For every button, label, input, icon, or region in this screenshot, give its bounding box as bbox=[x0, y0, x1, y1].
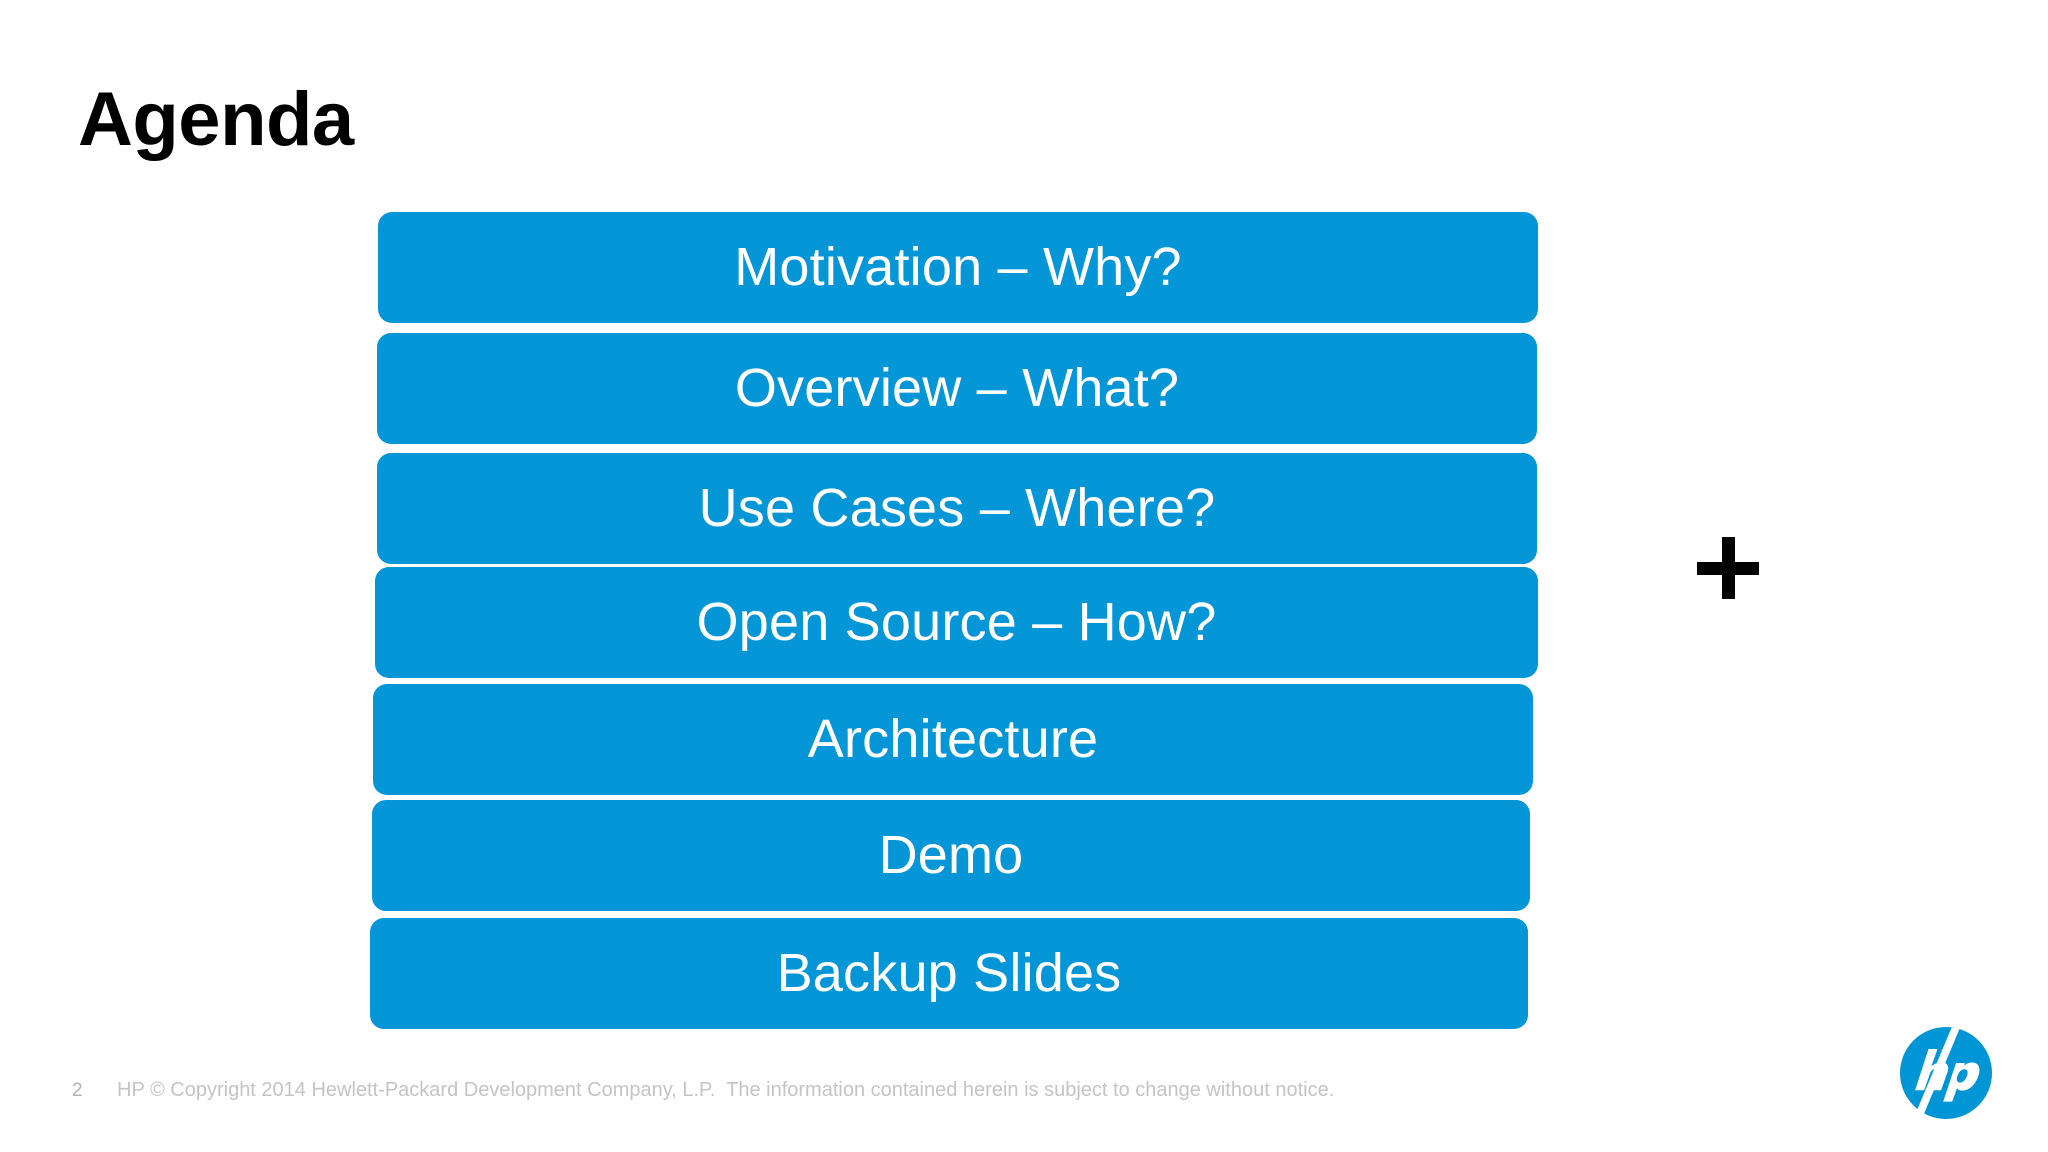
agenda-item-overview[interactable]: Overview – What? bbox=[377, 333, 1537, 444]
copyright-notice: HP © Copyright 2014 Hewlett-Packard Deve… bbox=[117, 1079, 1335, 1101]
agenda-item-label: Use Cases – Where? bbox=[698, 477, 1216, 538]
agenda-item-label: Open Source – How? bbox=[696, 591, 1217, 652]
agenda-list: Motivation – Why? Overview – What? Use C… bbox=[0, 212, 2048, 1032]
page-number: 2 bbox=[72, 1080, 83, 1101]
agenda-item-open-source[interactable]: Open Source – How? bbox=[375, 567, 1538, 678]
agenda-item-use-cases[interactable]: Use Cases – Where? bbox=[377, 453, 1537, 564]
agenda-item-label: Motivation – Why? bbox=[734, 236, 1182, 297]
slide-footer: 2 HP © Copyright 2014 Hewlett-Packard De… bbox=[0, 1075, 2048, 1115]
plus-icon bbox=[1697, 537, 1759, 599]
agenda-item-label: Backup Slides bbox=[776, 942, 1122, 1003]
hp-logo-icon bbox=[1898, 1025, 1994, 1121]
agenda-item-architecture[interactable]: Architecture bbox=[373, 684, 1533, 795]
agenda-item-label: Architecture bbox=[807, 708, 1099, 769]
agenda-item-demo[interactable]: Demo bbox=[372, 800, 1530, 911]
agenda-item-motivation[interactable]: Motivation – Why? bbox=[378, 212, 1538, 323]
agenda-item-backup-slides[interactable]: Backup Slides bbox=[370, 918, 1528, 1029]
agenda-item-label: Demo bbox=[878, 824, 1024, 885]
page-title: Agenda bbox=[78, 77, 354, 162]
agenda-item-label: Overview – What? bbox=[734, 357, 1180, 418]
plus-icon-vertical-stroke bbox=[1722, 537, 1735, 599]
